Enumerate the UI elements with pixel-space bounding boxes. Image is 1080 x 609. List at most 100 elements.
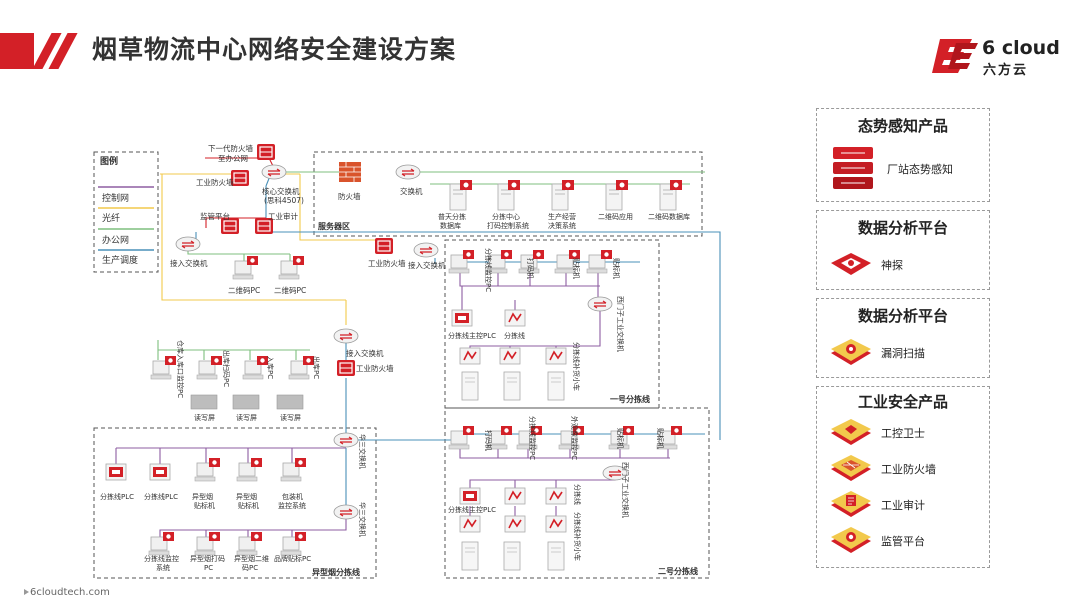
next-gen-firewall-icon	[256, 143, 276, 161]
ind-fw-mid-label: 工业防火墙	[368, 258, 406, 268]
product-item: 监管平台	[817, 525, 989, 555]
line1-device-label: 分拣线监控PC	[484, 248, 493, 292]
ics-guard-icon	[831, 419, 871, 445]
legend-item-office: 办公网	[102, 234, 129, 246]
line1-switch-label: 西门子工业交换机	[616, 296, 625, 352]
server-list: 普天分拣 数据库 分拣中心 打码控制系统 生产经营 决策系统 二维码应用 二维码…	[438, 179, 690, 230]
pc-icon	[196, 355, 223, 380]
line1-box	[444, 239, 660, 409]
line1-label: 一号分拣线	[610, 394, 650, 404]
product-label: 监管平台	[881, 535, 925, 548]
server-label: 分拣中心	[492, 212, 520, 221]
robot-icon	[545, 515, 567, 533]
special-row1-label: 贴标机	[238, 501, 259, 510]
server-switch-label: 交换机	[400, 186, 423, 196]
switch-icon	[395, 164, 421, 180]
line1-plc-line: 分拣线	[504, 331, 525, 340]
special-row2-label: 异型烟打码	[190, 554, 225, 563]
line2-device-label: 打码机	[484, 430, 493, 451]
pc-icon	[232, 255, 259, 280]
industrial-firewall-icon	[374, 237, 394, 255]
robot-icon	[504, 487, 526, 505]
pc-icon	[150, 355, 177, 380]
legend-title: 图例	[100, 155, 118, 167]
footer-url: 6cloudtech.com	[30, 587, 110, 598]
server-label: 数据库	[440, 221, 461, 230]
industrial-audit-icon	[831, 491, 871, 517]
screen-icon	[190, 394, 218, 410]
pc-icon	[236, 457, 263, 482]
special-row2-label: 系统	[156, 563, 170, 572]
pc-icon	[242, 355, 269, 380]
pc-icon	[236, 531, 263, 556]
line2-device-label: 贴标机	[616, 428, 625, 449]
h3c-switch-1-label: 华三交换机	[358, 434, 367, 469]
robot-icon	[459, 515, 481, 533]
server-label: 打码控制系统	[487, 221, 529, 230]
legend-box	[93, 151, 159, 273]
plc-icon	[459, 487, 481, 505]
pc-icon	[194, 457, 221, 482]
product-item: 厂站态势感知	[817, 143, 989, 195]
tower-icon	[503, 371, 521, 401]
warehouse-pc-label: 仓库入库口监控PC	[176, 340, 185, 398]
plc-icon	[451, 309, 473, 327]
access-mid-label: 接入交换机	[408, 260, 446, 270]
tower-icon	[547, 371, 565, 401]
access-switch-icon	[413, 242, 439, 258]
pc-icon	[148, 531, 175, 556]
firewall-wall-icon	[338, 161, 362, 183]
product-label: 工控卫士	[881, 427, 925, 440]
monitor-label: 监管平台	[200, 211, 230, 221]
logo-text-en: 6 cloud	[982, 37, 1060, 59]
line2-switch-label: 西门子工业交换机	[621, 462, 630, 518]
header-accent-bar	[0, 33, 34, 69]
special-row1-label: 分拣线PLC	[100, 492, 134, 501]
product-label: 工业防火墙	[881, 463, 936, 476]
robot-icon	[504, 515, 526, 533]
screen-icon	[232, 394, 260, 410]
robot-icon	[499, 347, 521, 365]
industrial-firewall-icon	[336, 359, 356, 377]
product-item: 神探	[817, 249, 989, 279]
special-line-box	[93, 427, 377, 579]
tower-icon	[547, 541, 565, 571]
server-firewall-label: 防火墙	[338, 191, 361, 201]
access-switch-icon	[175, 236, 201, 252]
panel-vuln-scan: 数据分析平台 漏洞扫描	[816, 298, 990, 378]
audit-label: 工业审计	[268, 211, 298, 221]
network-diagram: 图例 控制网 光纤 办公网 生产调度	[93, 143, 721, 579]
office-label: 至办公网	[218, 153, 248, 163]
robot-icon	[545, 347, 567, 365]
h3c-switch-2-label: 华三交换机	[358, 502, 367, 537]
server-label: 二维码应用	[598, 212, 633, 221]
special-row2-label: 码PC	[242, 564, 258, 572]
special-row1-label: 分拣线PLC	[144, 492, 178, 501]
situation-awareness-icon	[833, 147, 873, 189]
screen-label: 读写屏	[280, 413, 301, 422]
plc-icon	[149, 463, 171, 481]
line2: 打码机 分拣线监控PC 外观像监控PC 贴标机 贴标机 西门子工业交换机 分拣线…	[448, 416, 698, 576]
special-row2-label: PC	[204, 564, 213, 572]
panel-title: 数据分析平台	[857, 307, 948, 325]
server-zone-box	[313, 151, 703, 237]
legend-item-fiber: 光纤	[102, 212, 120, 224]
6cloud-logo-icon	[932, 39, 978, 73]
server-label: 生产经营	[548, 212, 576, 221]
access-left-label: 接入交换机	[170, 258, 208, 268]
h3c-switch-icon	[333, 504, 359, 520]
panel-industrial-security: 工业安全产品 工控卫士 工业防火墙 工业审计	[816, 386, 990, 568]
product-item: 工控卫士	[817, 417, 989, 447]
qr-pc-a-label: 二维码PC	[228, 285, 260, 295]
line2-plc-line: 分拣线	[573, 484, 582, 505]
legend-item-control: 控制网	[102, 192, 129, 204]
core-switch-model: (思科4507)	[264, 195, 304, 205]
line2-cart: 分拣线补货小车	[573, 512, 582, 561]
robot-icon	[545, 487, 567, 505]
access-switch-icon	[333, 328, 359, 344]
server-label: 二维码数据库	[648, 212, 690, 221]
tower-icon	[503, 541, 521, 571]
line2-device-label: 分拣线监控PC	[528, 416, 537, 460]
product-label: 工业审计	[881, 499, 925, 512]
panel-title: 态势感知产品	[857, 117, 948, 135]
